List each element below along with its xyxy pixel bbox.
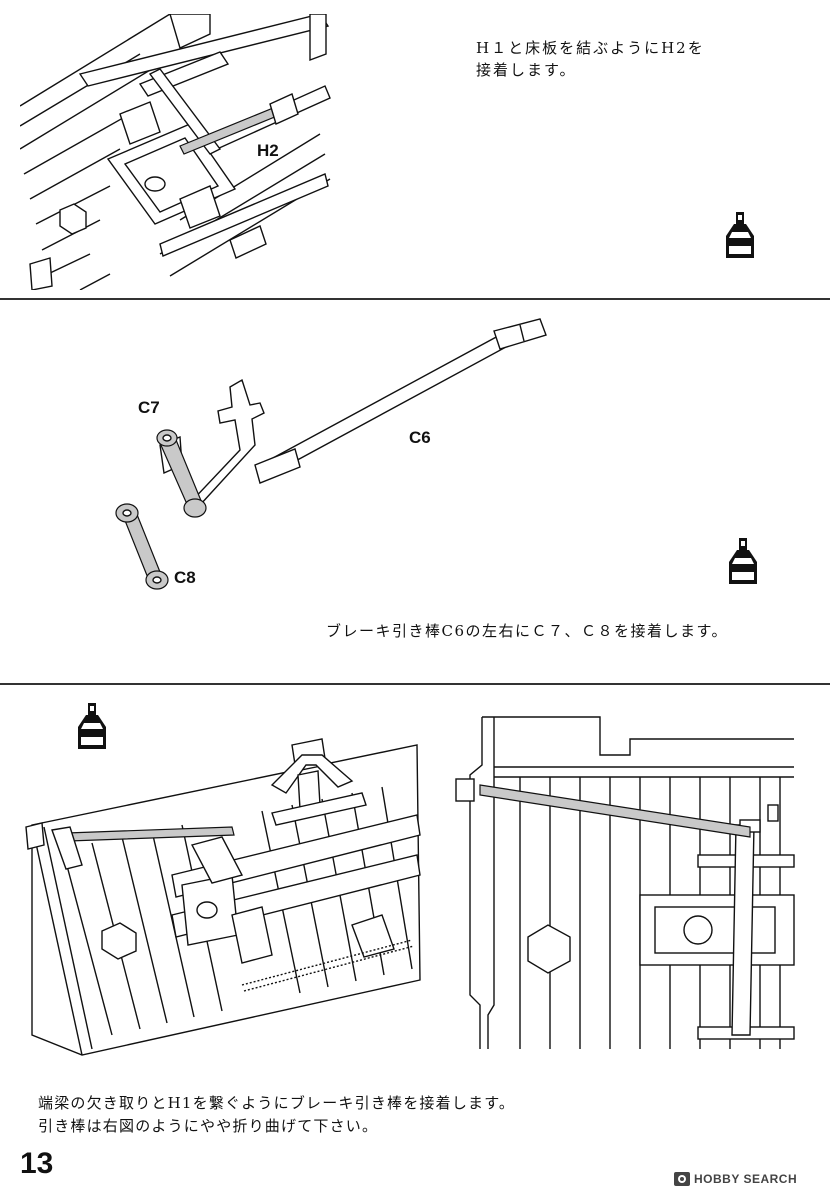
hobbysearch-logo-icon — [674, 1172, 690, 1186]
glue-bottle-icon — [78, 703, 106, 749]
rod-end-bracket — [455, 778, 475, 802]
step-1-instruction-line-1: H１と床板を結ぶようにH2を — [476, 39, 705, 57]
divider-2 — [0, 683, 830, 685]
label-c6: C6 — [409, 428, 431, 447]
step-3-plan-illustration — [455, 716, 795, 1049]
label-h2: H2 — [257, 141, 279, 160]
glue-bottle-icon — [726, 212, 754, 258]
glue-bottle-icon — [729, 538, 757, 584]
part-c7 — [156, 429, 207, 518]
hobbysearch-watermark: HOBBY SEARCH — [674, 1172, 797, 1186]
label-c7: C7 — [138, 398, 160, 417]
part-c6 — [254, 318, 547, 484]
step-2-instruction: ブレーキ引き棒C6の左右にＣ７、Ｃ８を接着します。 — [326, 622, 729, 640]
cross-members — [639, 804, 795, 1040]
brackets — [119, 93, 299, 259]
step-3-perspective-illustration — [25, 738, 421, 1056]
step-1-illustration — [20, 14, 331, 290]
brand-name: HOBBY SEARCH — [694, 1172, 798, 1186]
step-2-illustration — [115, 318, 547, 590]
hexagon-nut — [527, 924, 571, 974]
divider-1 — [0, 298, 830, 300]
hexagon-nut — [59, 203, 87, 235]
brake-shoe-detail — [241, 914, 415, 992]
brake-stand — [270, 738, 367, 826]
step-3-instruction-line-1: 端梁の欠き取りとH1を繋ぐようにブレーキ引き棒を接着します。 — [38, 1094, 516, 1112]
page-number: 13 — [20, 1147, 54, 1180]
brake-rod — [479, 784, 751, 838]
outer-frame — [469, 716, 794, 1049]
step-1-instruction-line-2: 接着します。 — [476, 61, 577, 79]
brake-rod — [25, 822, 273, 964]
label-c8: C8 — [174, 568, 196, 587]
hexagon-nut — [101, 922, 137, 960]
part-c8 — [115, 503, 169, 590]
step-3-instruction-line-2: 引き棒は右図のようにやや折り曲げて下さい。 — [38, 1117, 379, 1135]
